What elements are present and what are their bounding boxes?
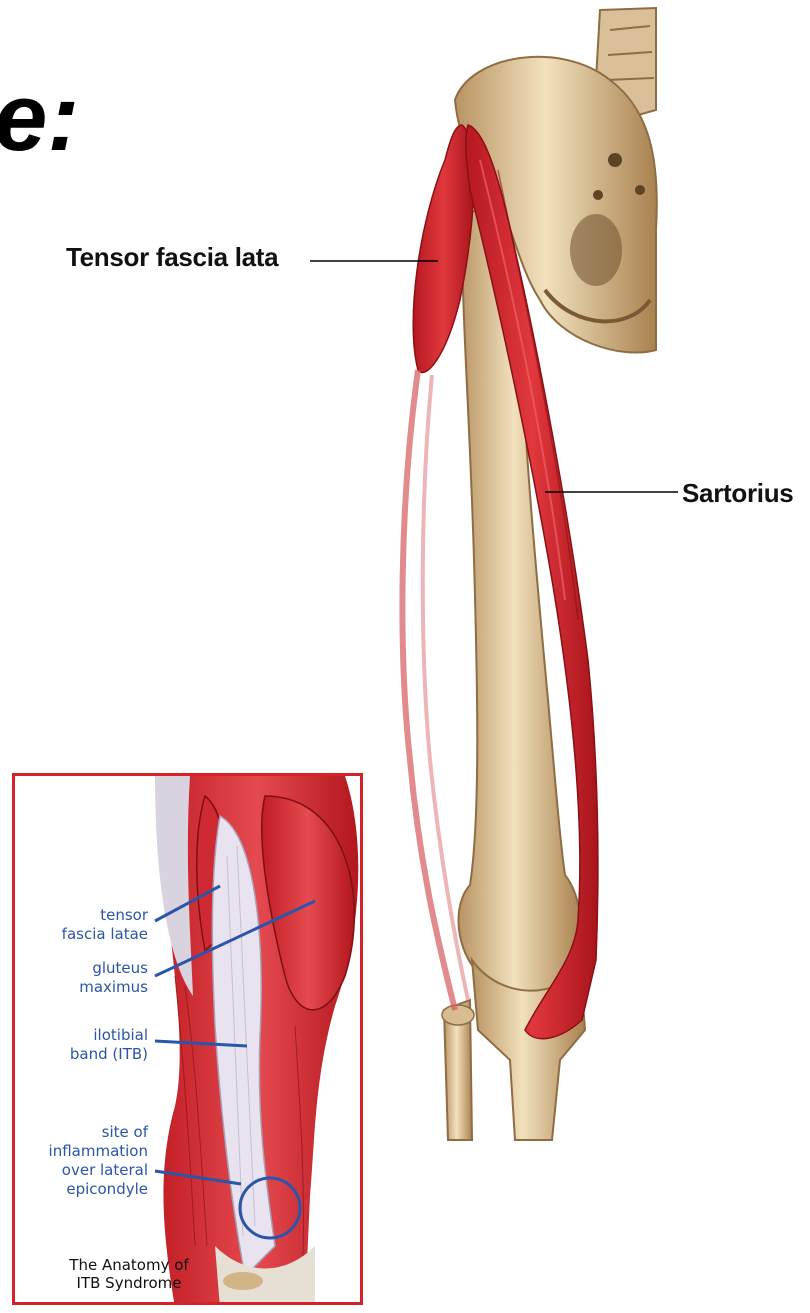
itb-syndrome-inset: tensor fascia latae gluteus maximus ilot… xyxy=(12,773,363,1305)
sartorius-label: Sartorius xyxy=(682,478,793,509)
inset-label-gluteus-maximus: gluteus maximus xyxy=(79,959,148,997)
inset-label-inflammation-site: site of inflammation over lateral epicon… xyxy=(49,1123,148,1199)
inset-label-tensor-fascia-latae: tensor fascia latae xyxy=(62,906,148,944)
inset-caption: The Anatomy of ITB Syndrome xyxy=(29,1256,229,1292)
tensor-fascia-lata-label: Tensor fascia lata xyxy=(66,242,278,273)
tensor-fascia-lata-muscle xyxy=(402,125,473,1010)
inset-label-iliotibial-band: ilotibial band (ITB) xyxy=(70,1026,148,1064)
lateral-thigh-illustration xyxy=(15,776,363,1305)
